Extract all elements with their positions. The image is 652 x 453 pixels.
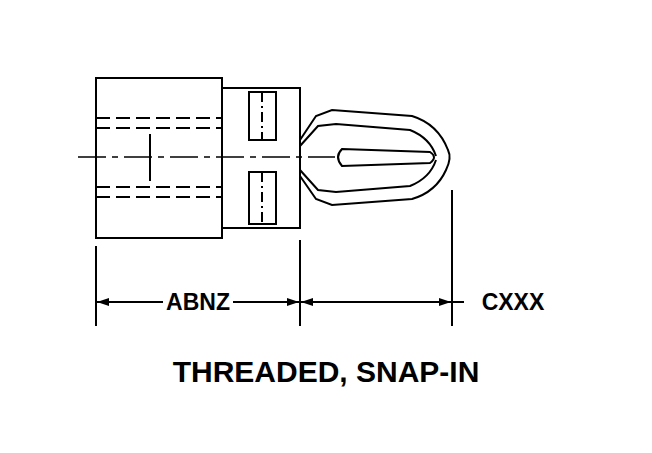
dimension-label: ABNZ (163, 291, 233, 314)
extension-line (451, 190, 453, 326)
dimension-line (301, 301, 451, 303)
dimension-line (452, 301, 464, 303)
slot-centerline (261, 92, 263, 140)
collar (222, 88, 300, 228)
extension-line (299, 240, 301, 326)
caption: THREADED, SNAP-IN (170, 357, 483, 387)
slot (249, 172, 276, 224)
slot (249, 92, 276, 140)
thread-hidden-line (96, 196, 222, 198)
thread-hidden-line (96, 186, 222, 188)
threaded-body (96, 78, 222, 238)
prong-slot (338, 149, 434, 166)
dimension-label: CXXX (479, 291, 548, 314)
slot-centerline (261, 172, 263, 224)
thread-hidden-line (96, 127, 222, 129)
thread-hidden-line (96, 117, 222, 119)
center-line (78, 156, 335, 158)
extension-line (95, 246, 97, 326)
